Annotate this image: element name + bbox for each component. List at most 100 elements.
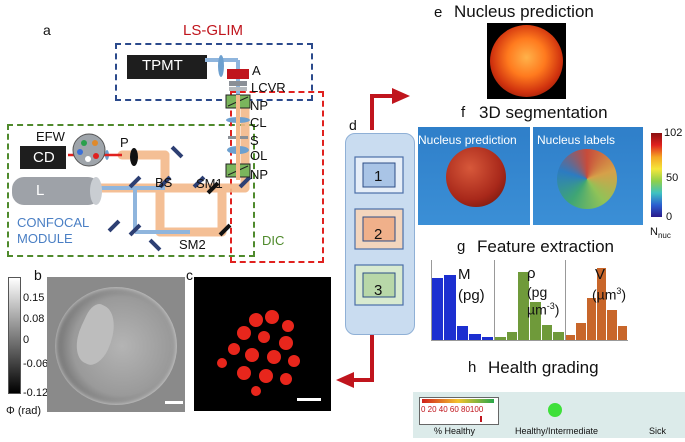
health-state-label: Healthy/Intermediate bbox=[515, 426, 599, 436]
nuc-colorbar bbox=[651, 133, 662, 217]
healthy-value-marker bbox=[479, 416, 482, 422]
confocal-nuclei-image bbox=[194, 277, 331, 411]
panel-h-letter: h bbox=[468, 359, 477, 376]
np-top-label: NP bbox=[250, 98, 269, 113]
nucleus-prediction-title: Nucleus prediction bbox=[454, 2, 594, 21]
segmentation-title: 3D segmentation bbox=[479, 103, 608, 122]
hist-rho-unit-sup: -3 bbox=[546, 301, 555, 311]
ls-glim-title: LS-GLIM bbox=[183, 22, 244, 39]
hist-rho-bar bbox=[506, 332, 518, 340]
hist-rho-unit-close: ) bbox=[554, 301, 560, 318]
hist-rho-bar bbox=[495, 336, 506, 340]
phase-colorbar-label: Φ (rad) bbox=[6, 405, 42, 417]
chip-label-1: 1 bbox=[374, 168, 383, 185]
hist-rho-bar bbox=[530, 302, 541, 340]
seg-labels-render bbox=[533, 127, 643, 225]
hist-rho-label: ρ bbox=[527, 265, 536, 282]
hist-rho-bar bbox=[518, 271, 529, 340]
healthy-pct-label: % Healthy bbox=[434, 426, 476, 436]
ol-label: OL bbox=[250, 148, 268, 163]
chip-label-3: 3 bbox=[374, 282, 383, 299]
hist-v-bar bbox=[617, 326, 627, 340]
seg-prediction-label: Nucleus prediction bbox=[418, 133, 517, 147]
health-state-indicator bbox=[548, 403, 562, 417]
hist-rho-bar bbox=[553, 332, 564, 340]
healthy-scale-gradient bbox=[422, 399, 494, 403]
hist-m-bar bbox=[456, 326, 469, 340]
phase-tick-5: -0.12 bbox=[23, 387, 49, 399]
hist-v-bar bbox=[586, 298, 596, 340]
nuc-tick-min: 0 bbox=[666, 211, 673, 223]
dic-label: DIC bbox=[262, 233, 285, 248]
feature-extraction-title: Feature extraction bbox=[477, 237, 615, 256]
hist-v-bar bbox=[607, 309, 617, 340]
nucleus-prediction-image bbox=[487, 23, 566, 99]
hist-m-bar bbox=[469, 333, 481, 340]
nuc-tick-mid: 50 bbox=[666, 172, 679, 184]
hist-rho-unit2: µm-3) bbox=[527, 301, 559, 318]
panel-f-letter: f bbox=[461, 104, 466, 121]
panel-c-letter: c bbox=[186, 267, 193, 283]
sick-label: Sick bbox=[649, 426, 667, 436]
ls-glim-box bbox=[115, 43, 313, 101]
hist-v-unit-base: (µm bbox=[592, 286, 617, 303]
nuc-colorbar-n: N bbox=[650, 226, 658, 238]
pinhole-label: P bbox=[120, 135, 129, 150]
chip-label-2: 2 bbox=[374, 226, 383, 243]
module-label: MODULE bbox=[17, 231, 73, 246]
panel-d-letter: d bbox=[349, 117, 357, 133]
efw-label: EFW bbox=[36, 129, 65, 144]
health-grading-title: Health grading bbox=[488, 358, 599, 377]
histogram-volume bbox=[565, 260, 628, 341]
panel-e-letter: e bbox=[434, 4, 443, 21]
phase-tick-3: 0 bbox=[23, 334, 30, 346]
cl-label: CL bbox=[250, 115, 267, 130]
cd-label: CD bbox=[33, 149, 55, 166]
seg-prediction-render bbox=[418, 127, 530, 225]
chip-stack bbox=[354, 156, 404, 306]
optical-setup-diagram bbox=[12, 55, 252, 252]
hist-v-unit-close: ) bbox=[621, 286, 627, 303]
np-bottom-label: NP bbox=[250, 167, 269, 182]
hist-v-unit-sup: 3 bbox=[616, 286, 622, 296]
hist-v-label: V bbox=[595, 266, 606, 283]
seg-labels-label: Nucleus labels bbox=[537, 133, 616, 147]
panel-g-letter: g bbox=[457, 238, 466, 255]
phase-colorbar bbox=[8, 277, 21, 394]
hist-m-label: M bbox=[458, 266, 471, 283]
sm2-label: SM2 bbox=[179, 237, 206, 252]
hist-m-unit: (pg) bbox=[458, 287, 485, 304]
panel-a-letter: a bbox=[43, 22, 51, 38]
tpmt-label: TPMT bbox=[142, 57, 183, 74]
laser-label: L bbox=[36, 182, 45, 199]
confocal-label: CONFOCAL bbox=[17, 215, 90, 230]
phase-tick-2: 0.08 bbox=[23, 313, 45, 325]
hist-m-bar bbox=[481, 336, 493, 340]
healthy-scale-ticks: 0 20 40 60 80100 bbox=[421, 405, 484, 414]
bs-label: BS bbox=[155, 175, 173, 190]
phase-tick-4: -0.06 bbox=[23, 358, 49, 370]
histogram-density bbox=[494, 260, 565, 341]
hist-rho-unit-base: µm bbox=[527, 301, 547, 318]
hist-m-bar bbox=[444, 274, 456, 340]
sm1-label: SM1 bbox=[196, 176, 223, 191]
analyzer-label: A bbox=[252, 63, 261, 78]
hist-v-bar bbox=[566, 335, 576, 340]
tpmt-detector bbox=[127, 55, 207, 79]
nuc-tick-max: 102 bbox=[664, 127, 683, 139]
panel-b-letter: b bbox=[34, 267, 42, 283]
hist-v-bar bbox=[597, 267, 607, 340]
dic-phase-image bbox=[47, 277, 185, 412]
confocal-module-box bbox=[7, 124, 255, 257]
histogram-mass bbox=[431, 260, 494, 341]
s-label: S bbox=[250, 133, 259, 148]
hist-rho-unit1: (pg bbox=[527, 284, 548, 300]
phase-tick-1: 0.15 bbox=[23, 292, 45, 304]
lcvr-label: LCVR bbox=[251, 80, 286, 95]
nuc-colorbar-label: Nnuc bbox=[650, 226, 671, 240]
hist-rho-bar bbox=[541, 324, 553, 340]
hist-v-unit: (µm3) bbox=[592, 286, 626, 303]
hist-m-bar bbox=[432, 277, 444, 340]
hist-v-bar bbox=[576, 323, 586, 340]
workflow-arrows bbox=[336, 88, 410, 388]
